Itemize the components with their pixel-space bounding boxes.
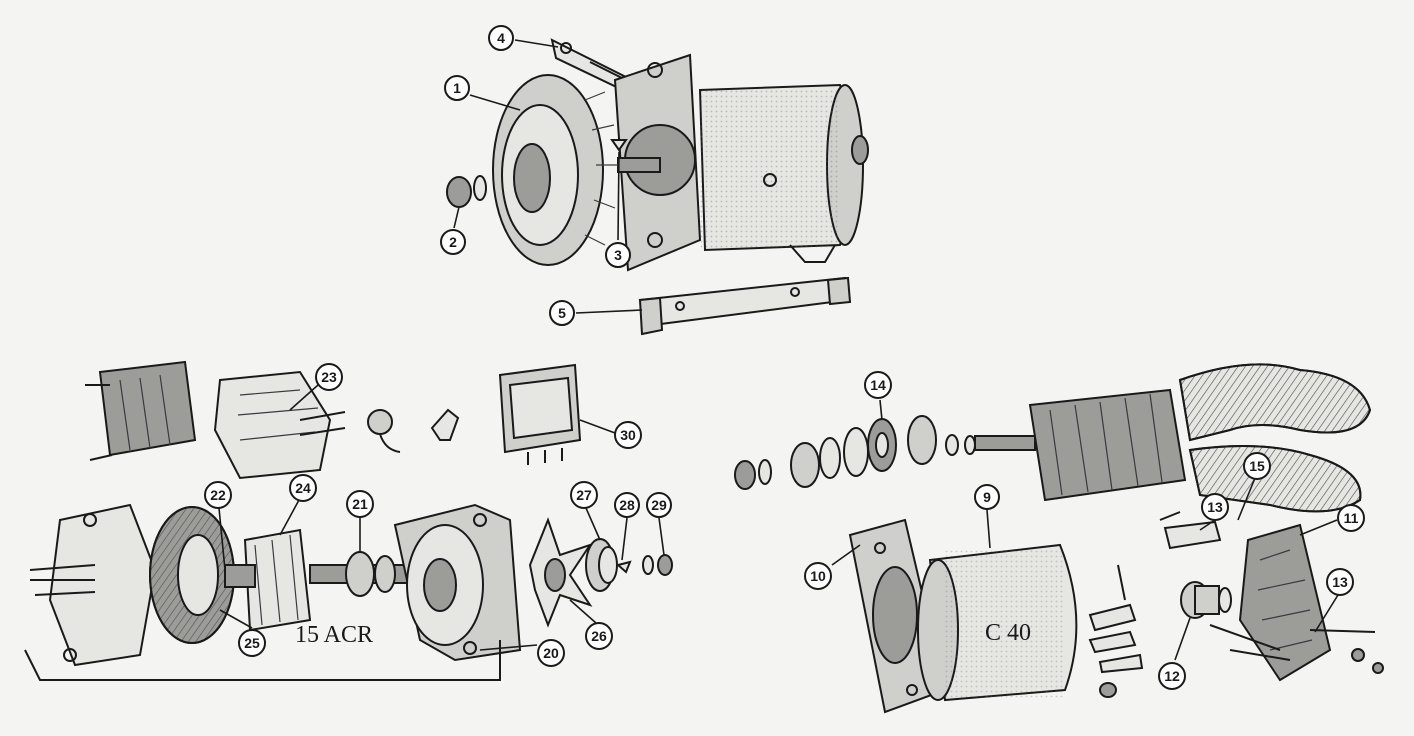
dynamo-model-label: C 40 bbox=[985, 620, 1031, 646]
svg-text:11: 11 bbox=[1344, 510, 1359, 526]
callout-9: 9 bbox=[974, 484, 1000, 510]
brush-spring-clip bbox=[430, 408, 460, 441]
drive-shaft bbox=[617, 157, 661, 173]
leader-lines bbox=[218, 39, 1339, 661]
callout-bubbles: 4 1 2 3 5 23 30 22 24 21 27 28 29 25 20 … bbox=[204, 25, 1365, 690]
callout-2: 2 bbox=[440, 229, 466, 255]
svg-text:3: 3 bbox=[614, 247, 622, 263]
spacer-collar bbox=[790, 442, 820, 488]
brush-lower-1 bbox=[1088, 603, 1137, 632]
armature-shaft bbox=[974, 435, 1036, 451]
svg-text:28: 28 bbox=[619, 497, 635, 513]
svg-text:5: 5 bbox=[558, 305, 566, 321]
callout-27: 27 bbox=[570, 481, 598, 509]
brush-holder-upper bbox=[1163, 520, 1222, 550]
terminal-screw bbox=[1099, 682, 1117, 698]
bearing-retainer-plate bbox=[907, 415, 937, 465]
svg-text:26: 26 bbox=[591, 628, 607, 644]
callout-26: 26 bbox=[585, 622, 613, 650]
callout-24: 24 bbox=[289, 474, 317, 502]
svg-text:4: 4 bbox=[497, 30, 505, 46]
dynamo-assembly bbox=[446, 38, 869, 336]
svg-text:1: 1 bbox=[453, 80, 461, 96]
commutator-end-bracket bbox=[1238, 523, 1332, 682]
callout-10: 10 bbox=[804, 562, 832, 590]
svg-text:20: 20 bbox=[543, 645, 559, 661]
svg-text:23: 23 bbox=[321, 369, 337, 385]
svg-text:14: 14 bbox=[870, 377, 886, 393]
rectifier-pack bbox=[213, 370, 332, 480]
svg-text:29: 29 bbox=[651, 497, 667, 513]
svg-text:10: 10 bbox=[810, 568, 826, 584]
svg-text:2: 2 bbox=[449, 234, 457, 250]
svg-text:12: 12 bbox=[1164, 668, 1180, 684]
callout-20: 20 bbox=[537, 639, 565, 667]
surge-diode bbox=[367, 409, 393, 435]
svg-text:13: 13 bbox=[1207, 499, 1223, 515]
svg-text:21: 21 bbox=[352, 496, 368, 512]
callout-13-lower: 13 bbox=[1326, 568, 1354, 596]
callout-28: 28 bbox=[614, 492, 640, 518]
callout-23: 23 bbox=[315, 363, 343, 391]
callout-11: 11 bbox=[1337, 504, 1365, 532]
callout-29: 29 bbox=[646, 492, 672, 518]
callout-21: 21 bbox=[346, 490, 374, 518]
slip-rings bbox=[224, 564, 256, 588]
woodruff-key bbox=[610, 139, 628, 152]
pulley-key bbox=[615, 560, 632, 574]
armature-nut bbox=[734, 460, 756, 490]
callout-13-upper: 13 bbox=[1201, 493, 1229, 521]
callout-4: 4 bbox=[488, 25, 514, 51]
brush-box-cover bbox=[98, 360, 197, 457]
svg-text:22: 22 bbox=[210, 487, 226, 503]
callout-5: 5 bbox=[549, 300, 575, 326]
svg-text:13: 13 bbox=[1332, 574, 1348, 590]
svg-text:24: 24 bbox=[295, 480, 311, 496]
svg-text:25: 25 bbox=[244, 635, 260, 651]
drive-end-bearing bbox=[345, 551, 375, 597]
slip-ring-end-bracket bbox=[48, 503, 157, 667]
svg-text:27: 27 bbox=[576, 487, 592, 503]
callout-30: 30 bbox=[614, 421, 642, 449]
alternator-model-label: 15 ACR bbox=[295, 622, 373, 648]
callout-15: 15 bbox=[1243, 452, 1271, 480]
callout-22: 22 bbox=[204, 481, 232, 509]
svg-text:30: 30 bbox=[620, 427, 636, 443]
callout-25: 25 bbox=[238, 629, 266, 657]
callout-12: 12 bbox=[1158, 662, 1186, 690]
pulley-nut bbox=[446, 176, 472, 208]
armature-core bbox=[1028, 388, 1187, 502]
callout-1: 1 bbox=[444, 75, 470, 101]
mounting-bracket bbox=[638, 276, 850, 328]
svg-text:15: 15 bbox=[1249, 458, 1265, 474]
brush-lower-2 bbox=[1088, 630, 1137, 654]
callout-3: 3 bbox=[605, 242, 631, 268]
svg-text:9: 9 bbox=[983, 489, 991, 505]
callout-14: 14 bbox=[864, 371, 892, 399]
c40-dynamo-assembly: C 40 bbox=[734, 363, 1384, 714]
pulley-washer bbox=[473, 175, 487, 201]
alternator-pulley-nut bbox=[657, 554, 673, 576]
alternator-assembly: 15 ACR bbox=[24, 360, 673, 681]
